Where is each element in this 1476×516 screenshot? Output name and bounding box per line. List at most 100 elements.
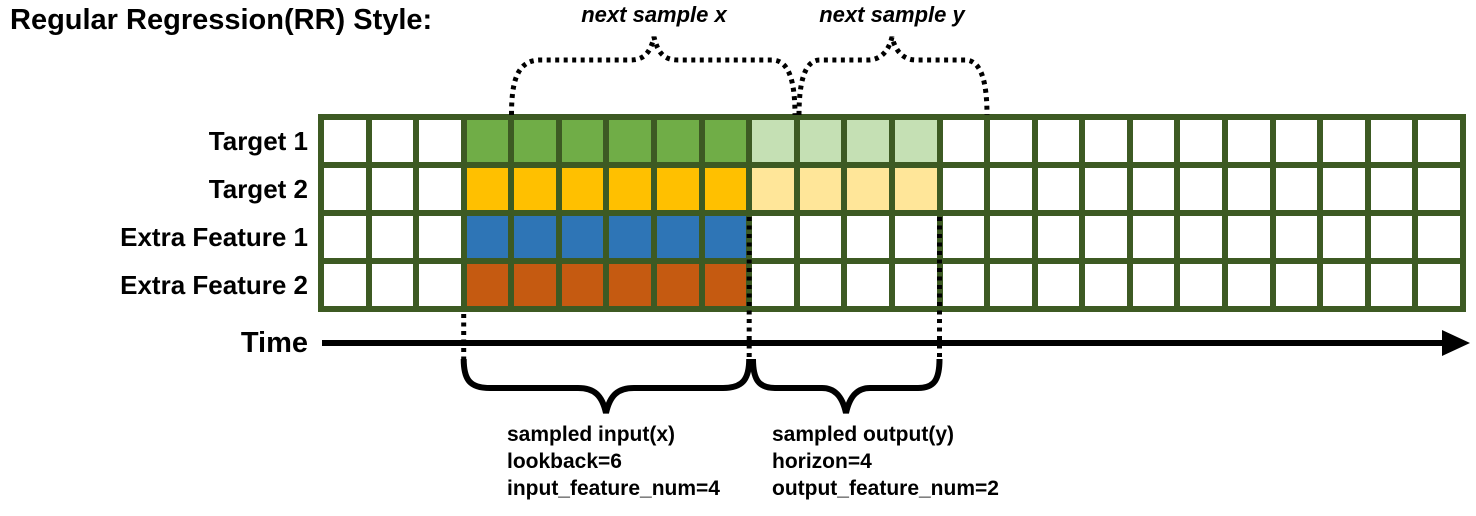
grid-cell [561,216,604,258]
grid-cell [894,264,937,306]
sampled-input-title: sampled input(x) [507,423,676,446]
grid-cell [1323,264,1365,306]
grid-cell [847,264,889,306]
grid-cell [1275,168,1318,210]
grid-cell [561,168,604,210]
grid-cell [704,120,747,162]
grid-cell [1418,264,1460,306]
grid-cell [1228,168,1270,210]
grid-cell [990,168,1032,210]
row-label-extra-feature-1: Extra Feature 1 [120,222,308,252]
grid-cell [1370,264,1413,306]
grid-cell [1180,264,1223,306]
sample-grid [318,114,1466,312]
grid-cell [371,168,414,210]
grid-cell [1228,264,1270,306]
grid-cell [1085,168,1127,210]
output-feature-num-value: output_feature_num=2 [772,477,999,500]
grid-cell [324,168,366,210]
grid-cell [990,264,1032,306]
sampled-output-brace [750,358,943,414]
grid-cell [1132,168,1175,210]
grid-cell [1228,120,1270,162]
grid-cell [1323,120,1365,162]
grid-cell [1275,264,1318,306]
grid-cell [990,120,1032,162]
grid-cell [609,264,652,306]
grid-cell [1323,168,1365,210]
grid-cell [847,216,889,258]
grid-cell [466,216,509,258]
grid-cell [1275,120,1318,162]
grid-cell [942,120,985,162]
grid-cell [514,120,556,162]
grid-cell [466,120,509,162]
grid-cell [561,120,604,162]
grid-cell [704,216,747,258]
time-axis-arrowhead [1442,330,1470,356]
sampled-input-brace [460,358,753,414]
next-sample-y-label: next sample y [819,2,965,27]
grid-cell [324,120,366,162]
grid-cell [1037,120,1080,162]
grid-cell [561,264,604,306]
grid-cell [894,216,937,258]
grid-cell [657,216,699,258]
grid-cell [1275,216,1318,258]
grid-cell [799,264,842,306]
grid-cell [942,168,985,210]
grid-cell [324,216,366,258]
grid-cell [466,264,509,306]
grid-cell [1418,168,1460,210]
row-label-target-1: Target 1 [208,126,308,156]
grid-cell [1085,120,1127,162]
grid-cell [1132,120,1175,162]
grid-cell [371,120,414,162]
grid-cell [1180,216,1223,258]
next-sample-x-brace [509,36,798,116]
grid-cell [942,264,985,306]
grid-cell [1085,264,1127,306]
input-feature-num-value: input_feature_num=4 [507,477,720,500]
diagram-title: Regular Regression(RR) Style: [10,4,433,36]
grid-cell [1180,168,1223,210]
row-label-extra-feature-2: Extra Feature 2 [120,270,308,300]
grid-cell [1132,264,1175,306]
grid-cell [657,168,699,210]
grid-cell [799,216,842,258]
grid-cell [1037,264,1080,306]
grid-cell [990,216,1032,258]
grid-cell [514,216,556,258]
grid-cell [1323,216,1365,258]
grid-cell [1228,216,1270,258]
grid-cell [1370,216,1413,258]
grid-cell [1085,216,1127,258]
grid-cell [371,264,414,306]
grid-cell [704,168,747,210]
grid-cell [419,120,461,162]
grid-cell [1370,120,1413,162]
grid-cell [609,168,652,210]
grid-cell [1418,120,1460,162]
grid-cell [1132,216,1175,258]
grid-cell [1418,216,1460,258]
grid-cell [1037,216,1080,258]
grid-cell [799,168,842,210]
grid-cell [799,120,842,162]
grid-cell [609,120,652,162]
time-axis-label: Time [240,327,308,359]
sampled-output-title: sampled output(y) [772,423,954,446]
grid-cell [1370,168,1413,210]
sampled-output-caption: sampled output(y) horizon=4 output_featu… [772,421,999,502]
grid-cell [942,216,985,258]
grid-cell [1180,120,1223,162]
horizon-value: horizon=4 [772,450,872,473]
grid-cell [704,264,747,306]
grid-cell [752,216,794,258]
grid-cell [847,168,889,210]
grid-cell [752,264,794,306]
grid-cell [514,168,556,210]
grid-cell [466,168,509,210]
grid-cell [419,168,461,210]
